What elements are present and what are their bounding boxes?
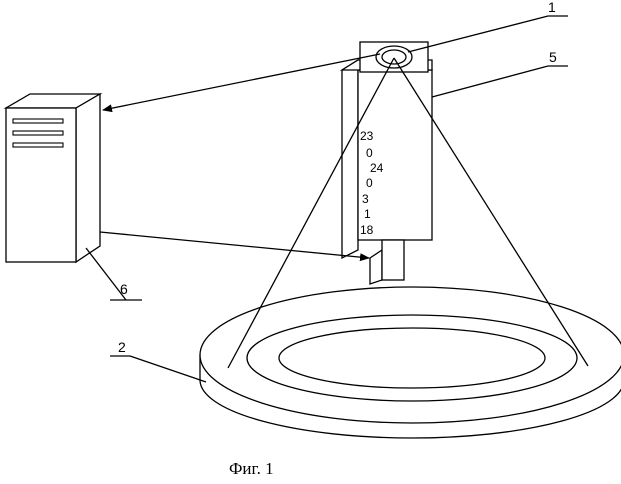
camera [360,42,428,72]
display-digit-2: 0 [366,146,373,160]
display-digit-5: 3 [362,192,369,206]
disk [200,287,621,438]
label-camera: 1 [548,0,556,15]
leader-line-5 [432,66,548,97]
display-unit [342,60,432,284]
leader-line-1 [408,16,548,52]
display-digit-3: 24 [370,161,384,175]
figure-caption: Фиг. 1 [229,459,274,478]
camera-to-computer-arrow [103,54,380,110]
drive-bay-1 [13,119,63,123]
drive-bay-3 [13,143,63,147]
computer-tower [6,94,100,262]
display-digit-6: 1 [364,207,371,221]
leader-line-2-diag [130,356,206,382]
label-display-unit: 5 [549,49,557,65]
display-digit-7: 18 [360,223,374,237]
label-disk: 2 [118,339,126,355]
display-digit-1: 23 [360,129,374,143]
computer-to-display-arrow [100,232,369,258]
label-computer: 6 [120,281,128,297]
drive-bay-2 [13,131,63,135]
display-digit-4: 0 [366,176,373,190]
